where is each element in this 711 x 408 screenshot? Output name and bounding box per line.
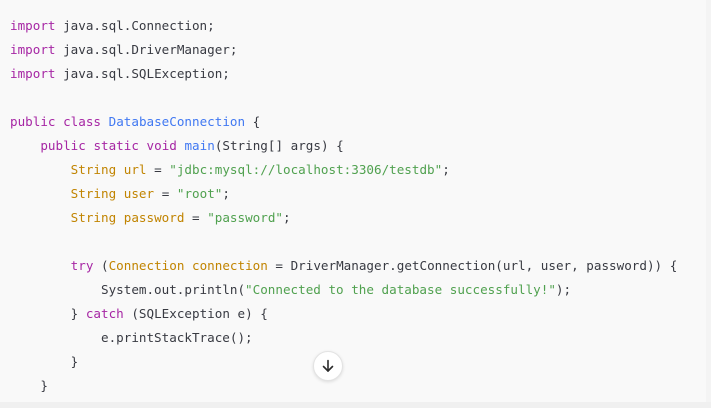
code-token: import: [10, 66, 56, 81]
code-token: "password": [207, 210, 284, 225]
code-token: =: [146, 162, 170, 177]
code-token: java.sql.SQLException;: [55, 66, 230, 81]
code-token: String: [70, 162, 117, 177]
code-token: java.sql.DriverManager;: [55, 42, 238, 57]
code-token: }: [10, 378, 48, 393]
code-line: } catch (SQLException e) {: [10, 302, 677, 326]
code-token: [10, 210, 71, 225]
code-token: connection: [192, 258, 268, 273]
code-token: catch: [85, 306, 124, 321]
code-token: [116, 162, 124, 177]
code-token: System.out.println(: [10, 282, 246, 297]
code-token: );: [555, 282, 572, 297]
code-token: {: [245, 114, 261, 129]
scroll-down-button[interactable]: [313, 351, 343, 381]
code-token: [56, 114, 64, 129]
code-token: ;: [222, 186, 230, 201]
code-token: class: [63, 114, 102, 129]
code-token: [10, 138, 40, 153]
code-token: DatabaseConnection: [108, 114, 246, 129]
arrow-down-icon: [321, 359, 335, 373]
code-token: try: [70, 258, 94, 273]
code-token: String: [70, 186, 117, 201]
code-line: import java.sql.SQLException;: [10, 62, 677, 86]
code-block: import java.sql.Connection;import java.s…: [10, 14, 678, 398]
code-token: [116, 210, 124, 225]
code-token: main: [184, 138, 215, 153]
code-token: url: [123, 162, 147, 177]
code-token: ;: [283, 210, 291, 225]
code-token: import: [10, 18, 56, 33]
code-token: [184, 258, 192, 273]
code-line: [10, 230, 677, 254]
code-token: static: [93, 138, 139, 153]
code-token: String: [70, 210, 117, 225]
code-token: "jdbc:mysql://localhost:3306/testdb": [169, 162, 443, 177]
code-token: user: [123, 186, 155, 201]
code-token: =: [154, 186, 177, 201]
code-token: [101, 114, 109, 129]
code-token: e.printStackTrace();: [10, 330, 253, 345]
code-token: public: [40, 138, 86, 153]
code-line: import java.sql.Connection;: [10, 14, 677, 38]
code-line: try (Connection connection = DriverManag…: [10, 254, 678, 278]
code-line: [10, 86, 677, 110]
code-token: }: [10, 354, 79, 369]
code-token: [10, 258, 71, 273]
code-token: [139, 138, 147, 153]
code-line: public class DatabaseConnection {: [10, 110, 677, 134]
code-line: }: [10, 374, 677, 398]
code-token: [116, 186, 124, 201]
code-token: Connection: [108, 258, 185, 273]
code-line: String password = "password";: [10, 206, 677, 230]
code-token: "root": [176, 186, 223, 201]
code-line: String user = "root";: [10, 182, 677, 206]
code-token: (: [93, 258, 109, 273]
code-line: }: [10, 350, 677, 374]
code-line: System.out.println("Connected to the dat…: [10, 278, 677, 302]
code-line: import java.sql.DriverManager;: [10, 38, 677, 62]
code-token: (SQLException e) {: [123, 306, 268, 321]
code-block-bottom-edge: [0, 402, 711, 408]
code-token: = DriverManager.getConnection(url, user,…: [267, 258, 678, 273]
code-token: "Connected to the database successfully!…: [245, 282, 556, 297]
code-token: import: [10, 42, 56, 57]
code-token: (String[] args) {: [214, 138, 344, 153]
code-token: ;: [442, 162, 450, 177]
scrollbar-track: [706, 0, 711, 408]
code-token: }: [10, 306, 86, 321]
code-line: public static void main(String[] args) {: [10, 134, 677, 158]
code-token: void: [146, 138, 177, 153]
code-line: e.printStackTrace();: [10, 326, 677, 350]
code-token: =: [184, 210, 208, 225]
code-token: [10, 186, 71, 201]
code-line: String url = "jdbc:mysql://localhost:330…: [10, 158, 677, 182]
code-token: password: [123, 210, 185, 225]
code-token: [10, 162, 71, 177]
code-token: java.sql.Connection;: [55, 18, 215, 33]
code-token: public: [10, 114, 56, 129]
code-lines: import java.sql.Connection;import java.s…: [10, 14, 677, 398]
